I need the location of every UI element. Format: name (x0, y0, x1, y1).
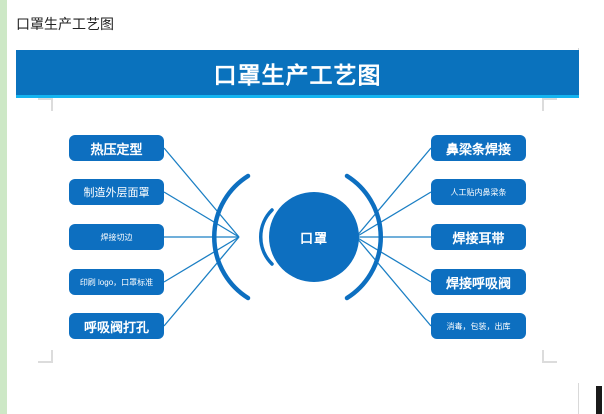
connector-left-4 (163, 236, 240, 283)
vertical-scrollbar[interactable] (580, 0, 604, 414)
node-right-4-label: 焊接呼吸阀 (445, 275, 511, 291)
bracket-left-inner (258, 208, 274, 266)
node-right-4[interactable]: 焊接呼吸阀 (431, 269, 526, 295)
diagram-canvas: 口罩 热压定型 制造外层面罩 焊接切边 印刷 logo，口罩标准 呼吸阀打孔 鼻… (16, 98, 579, 383)
connector-left-2 (163, 191, 240, 238)
connector-right-5 (355, 236, 432, 327)
bracket-right-outer (344, 173, 383, 301)
connector-right-4 (355, 236, 432, 283)
hub-label: 口罩 (299, 230, 328, 246)
node-left-5[interactable]: 呼吸阀打孔 (69, 313, 164, 339)
document-title-bar: 口罩生产工艺图 (7, 0, 579, 48)
node-left-4[interactable]: 印刷 logo，口罩标准 (69, 269, 164, 295)
scrollbar-thumb[interactable] (596, 386, 602, 414)
node-left-2[interactable]: 制造外层面罩 (69, 179, 164, 205)
node-left-5-label: 呼吸阀打孔 (83, 319, 149, 335)
node-left-1-label: 热压定型 (90, 141, 143, 157)
node-left-4-label: 印刷 logo，口罩标准 (79, 277, 154, 287)
banner-title: 口罩生产工艺图 (213, 61, 382, 88)
node-right-2-label: 人工贴内鼻梁条 (450, 187, 507, 197)
connector-left-5 (163, 236, 240, 327)
connector-right-2 (355, 191, 432, 238)
node-right-2[interactable]: 人工贴内鼻梁条 (431, 179, 526, 205)
document-sheet: 口罩生产工艺图 口罩生产工艺图 (7, 0, 579, 414)
connector-left-1 (163, 147, 240, 238)
node-right-1[interactable]: 鼻梁条焊接 (431, 135, 526, 161)
node-left-2-label: 制造外层面罩 (83, 187, 150, 199)
node-right-3[interactable]: 焊接耳带 (431, 224, 526, 250)
left-accent-strip (0, 0, 7, 414)
node-right-1-label: 鼻梁条焊接 (445, 141, 511, 157)
node-left-3[interactable]: 焊接切边 (69, 224, 164, 250)
node-right-3-label: 焊接耳带 (452, 230, 505, 246)
bracket-left-outer (212, 173, 251, 301)
hub-node[interactable]: 口罩 (269, 192, 359, 282)
diagram-banner: 口罩生产工艺图 (16, 50, 579, 95)
banner-underline (16, 95, 579, 98)
connector-right-1 (355, 147, 432, 238)
page-title: 口罩生产工艺图 (16, 16, 114, 32)
node-left-1[interactable]: 热压定型 (69, 135, 164, 161)
node-left-3-label: 焊接切边 (100, 232, 133, 242)
node-right-5-label: 消毒，包装，出库 (446, 321, 511, 331)
node-right-5[interactable]: 消毒，包装，出库 (431, 313, 526, 339)
